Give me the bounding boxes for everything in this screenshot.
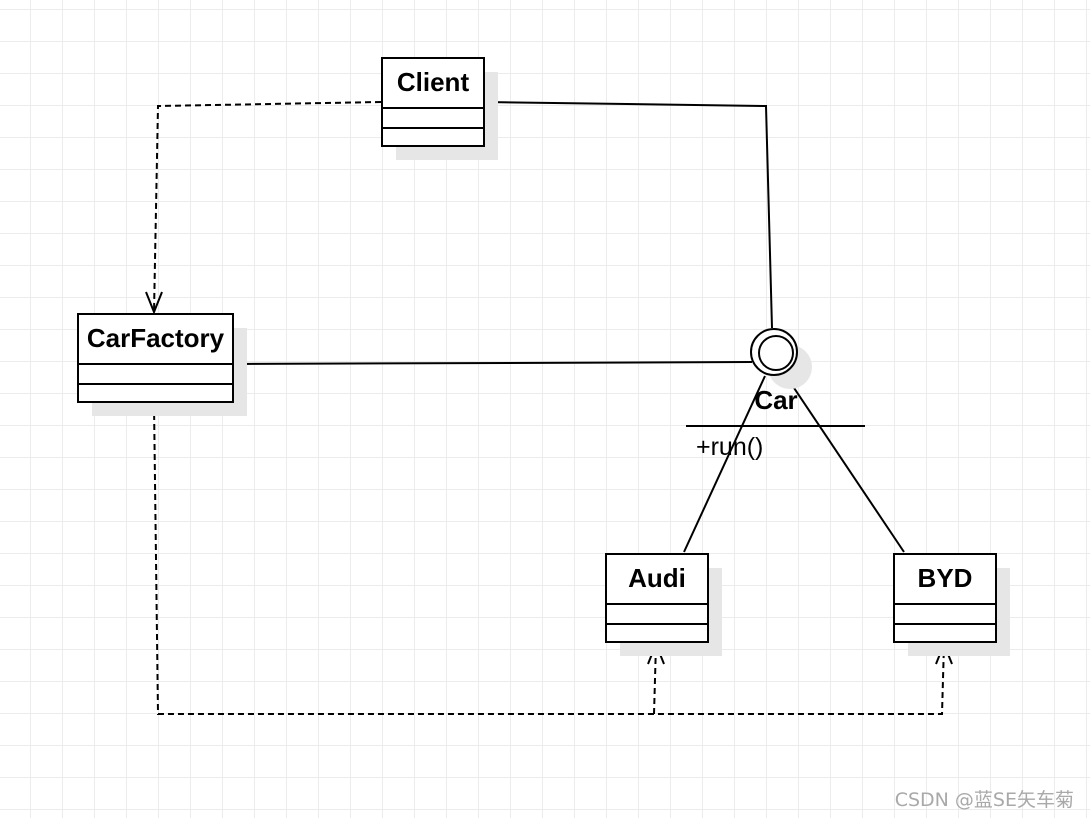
client-class[interactable]: Client (381, 57, 498, 160)
client-to-car-association (485, 101, 773, 329)
car-interface-inner-ring (758, 335, 794, 371)
carfactory-class-name: CarFactory (87, 323, 225, 353)
byd-class[interactable]: BYD (893, 553, 1010, 656)
audi-class-frame (605, 553, 709, 643)
carfactory-to-products-dependency (153, 403, 945, 715)
audi-class[interactable]: Audi (605, 553, 722, 656)
carfactory-class-frame (77, 313, 234, 403)
car-interface-name: Car (754, 385, 797, 415)
car-run-operation: +run() (696, 433, 763, 461)
carfactory-to-car-association (233, 361, 753, 365)
client-class-frame (381, 57, 485, 147)
carfactory-dependency-arrowhead (145, 291, 163, 315)
audi-class-name: Audi (628, 563, 686, 593)
csdn-watermark: CSDN @蓝SE矢车菊 (894, 789, 1074, 811)
car-to-audi-realization (683, 375, 766, 553)
bus-to-audi-dependency (653, 643, 657, 715)
byd-class-frame (893, 553, 997, 643)
car-interface[interactable]: Car +run() (686, 328, 865, 461)
byd-class-name: BYD (918, 563, 973, 593)
car-to-byd-realization (785, 375, 905, 553)
client-class-name: Client (397, 67, 470, 97)
carfactory-class[interactable]: CarFactory (77, 313, 247, 416)
client-to-carfactory-dependency (153, 101, 382, 313)
